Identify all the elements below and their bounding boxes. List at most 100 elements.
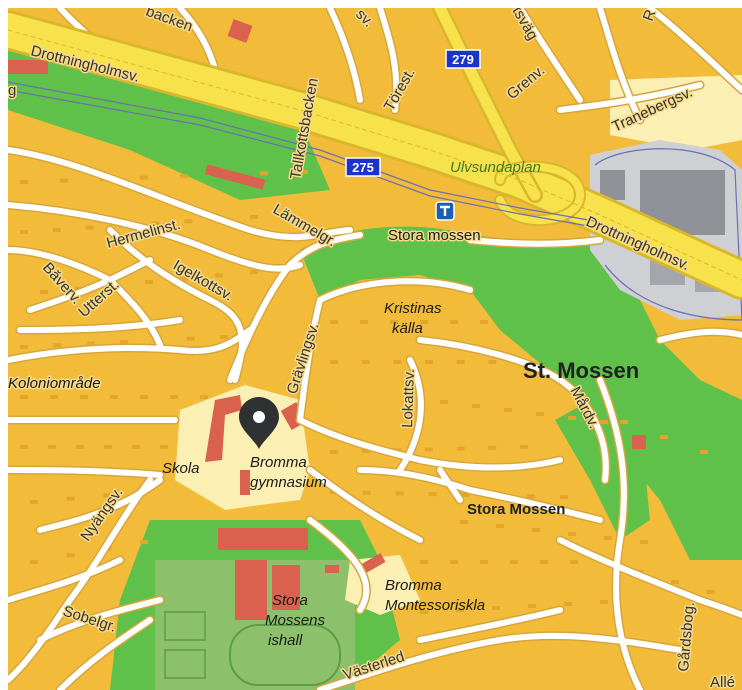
area-label-st-mossen: St. Mossen (523, 358, 639, 383)
house-block (472, 404, 480, 408)
house-block (420, 320, 428, 324)
house-block (362, 490, 371, 495)
house-block (600, 420, 608, 424)
street (557, 82, 703, 113)
house-block (420, 560, 428, 564)
house-block (53, 343, 62, 348)
street (437, 467, 463, 503)
street (317, 278, 473, 303)
house-block (504, 408, 512, 412)
house-block (180, 276, 188, 281)
house-block (48, 445, 56, 449)
motorway (8, 8, 742, 300)
house-block (640, 540, 648, 544)
street (417, 337, 609, 483)
house-block (706, 590, 715, 594)
house-block (450, 320, 458, 324)
house-block (560, 495, 568, 499)
house-block (460, 520, 468, 524)
street (557, 537, 742, 618)
house-block (151, 221, 160, 226)
house-block (20, 230, 28, 234)
area-label-stora-mossen: Stora Mossen (467, 501, 565, 518)
house-block (103, 493, 112, 498)
house-block (520, 445, 528, 449)
house-block (390, 320, 398, 324)
house-block (60, 178, 68, 183)
house-block (215, 273, 223, 278)
house-block (456, 446, 465, 451)
street (57, 617, 153, 690)
house-block (461, 492, 470, 497)
place-labels: Ulvsundaplan Stora mossen Kristinas käll… (8, 159, 541, 649)
house-block (361, 449, 370, 454)
house-block (50, 395, 58, 399)
metro-station-icon[interactable] (435, 201, 455, 221)
house-block (20, 180, 28, 184)
route-shield-275: 275 (345, 157, 381, 177)
street (8, 477, 153, 683)
house-block (600, 600, 608, 604)
house-block (186, 336, 195, 341)
house-block (540, 560, 548, 564)
house-block (456, 608, 464, 612)
house-block (86, 341, 95, 346)
house-block (620, 420, 628, 424)
house-block (456, 360, 465, 364)
house-block (671, 580, 679, 584)
house-block (527, 494, 536, 499)
house-block (360, 320, 368, 324)
street (27, 257, 153, 313)
street (17, 317, 183, 333)
street (597, 8, 643, 123)
house-block (395, 491, 404, 496)
house-block (170, 395, 178, 399)
house-block (160, 445, 168, 449)
street-label-lokattsv: Lokattsv. (399, 369, 418, 428)
place-label-gymnasium: gymnasium (250, 474, 327, 491)
street (357, 467, 603, 523)
house-block (250, 270, 258, 274)
house-block (700, 450, 708, 454)
house-block (66, 496, 75, 501)
house-block (568, 416, 576, 420)
house-block (428, 492, 437, 497)
place-label-kalla: källa (392, 320, 423, 337)
location-pin-icon[interactable] (239, 397, 279, 449)
house-block (532, 528, 540, 532)
house-block (330, 360, 338, 364)
house-block (76, 445, 84, 449)
place-label-koloniomrade: Koloniområde (8, 375, 101, 392)
house-block (660, 435, 668, 439)
house-block (66, 553, 75, 558)
house-block (140, 175, 148, 180)
house-block (200, 395, 208, 399)
street (397, 357, 424, 473)
street (177, 8, 218, 73)
area-labels: St. Mossen Stora Mossen (467, 358, 639, 518)
street (8, 202, 303, 272)
house-block (20, 445, 28, 449)
house-block (361, 360, 370, 364)
place-label-ishall: ishall (268, 632, 303, 649)
house-block (480, 320, 488, 324)
street (317, 632, 683, 690)
place-label-kristinas: Kristinas (384, 300, 442, 317)
house-block (536, 412, 544, 416)
street-network (8, 8, 742, 690)
house-block (184, 219, 193, 224)
street (107, 277, 163, 348)
house-block (440, 400, 448, 404)
house-block (145, 280, 153, 284)
house-block (180, 174, 188, 179)
house-block (570, 560, 578, 564)
street (227, 232, 363, 383)
house-block (30, 500, 38, 504)
house-block (492, 606, 500, 610)
house-block (260, 171, 268, 176)
house-block (300, 170, 308, 174)
house-block (393, 360, 402, 364)
house-block (220, 335, 228, 339)
place-label-skola: Skola (162, 460, 200, 477)
